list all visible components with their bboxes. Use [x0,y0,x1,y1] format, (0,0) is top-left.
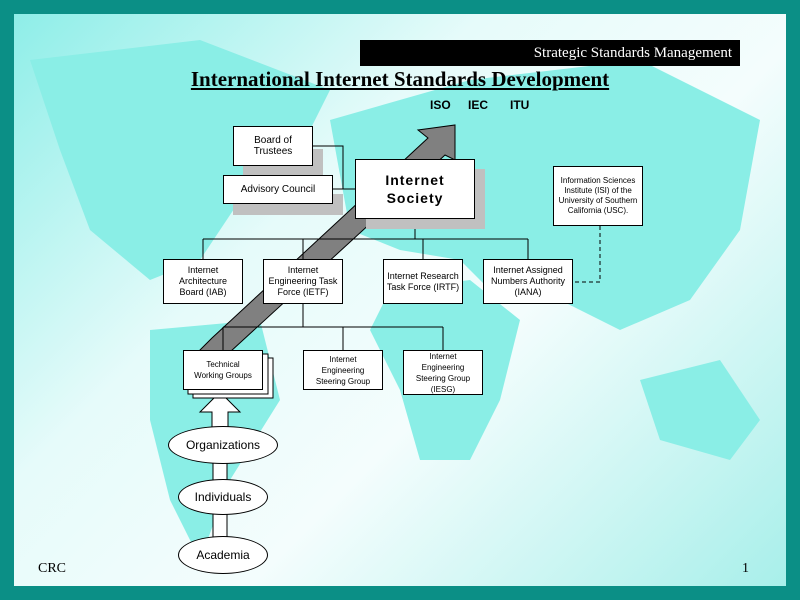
iab-box: Internet Architecture Board (IAB) [163,259,243,304]
ietf-box: Internet Engineering Task Force (IETF) [263,259,343,304]
iec-label: IEC [468,98,489,112]
page-title: International Internet Standards Develop… [190,67,610,91]
organizations-ellipse: Organizations [168,426,278,464]
internet-society-box: Internet Society [355,159,475,219]
irtf-box: Internet Research Task Force (IRTF) [383,259,463,304]
banner: Strategic Standards Management [360,40,740,66]
page-number: 1 [742,561,749,576]
isi-box: Information Sciences Institute (ISI) of … [553,166,643,226]
iesg-box: Internet Engineering Steering Group (IES… [403,350,483,395]
individuals-ellipse: Individuals [178,479,268,515]
iso-label: ISO [430,98,451,112]
itu-label: ITU [510,98,530,112]
board-of-trustees-box: Board of Trustees [233,126,313,166]
academia-ellipse: Academia [178,536,268,574]
iana-box: Internet Assigned Numbers Authority (IAN… [483,259,573,304]
engineering-steering-group-box: Internet Engineering Steering Group [303,350,383,390]
advisory-council-box: Advisory Council [223,175,333,204]
technical-working-groups-box: Technical Working Groups [183,350,263,390]
slide: Strategic Standards Management Internati… [14,14,786,586]
footer-left: CRC [38,561,67,576]
